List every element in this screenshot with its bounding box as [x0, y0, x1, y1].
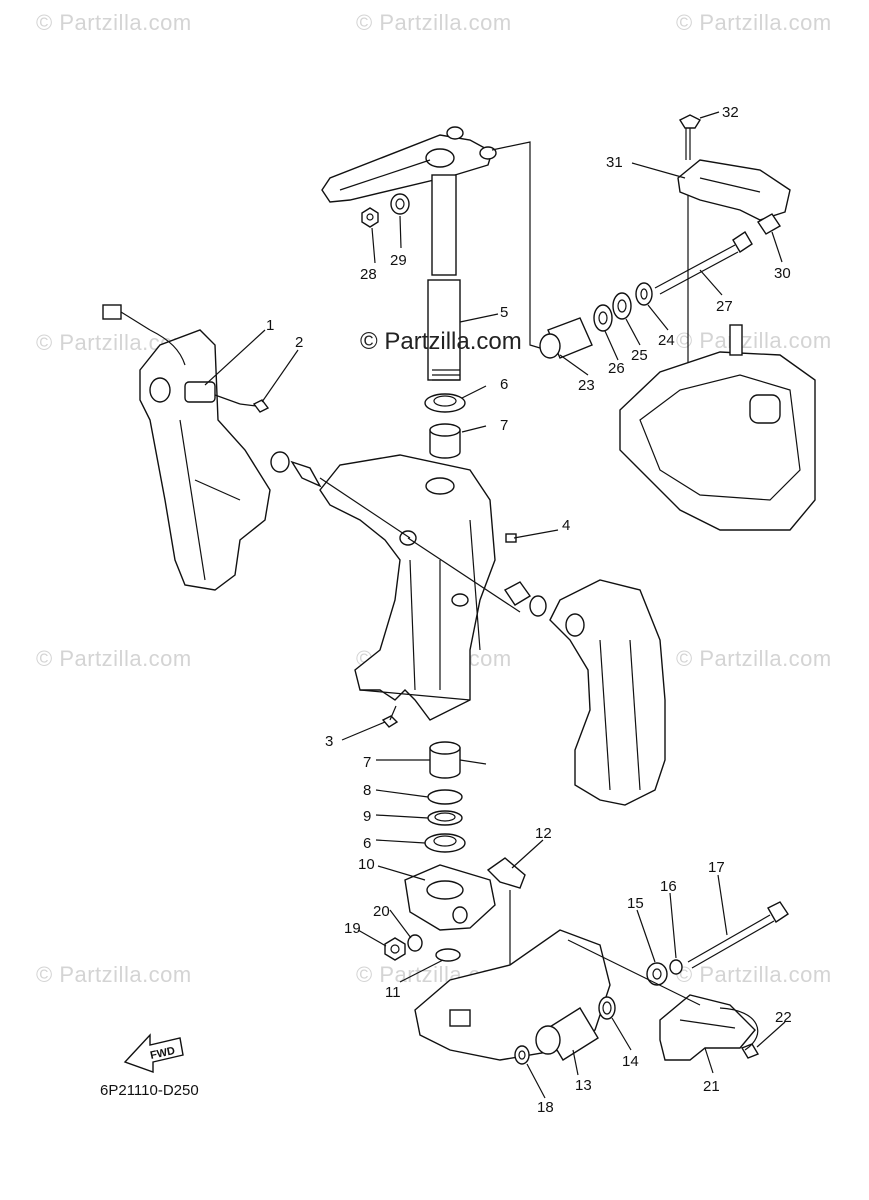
- watermark: © Partzilla.com: [676, 10, 832, 35]
- callout-15: 15: [627, 895, 644, 912]
- bushing-7-upper: [429, 423, 461, 459]
- callout-10: 10: [358, 856, 375, 873]
- washer-18: [514, 1045, 530, 1065]
- callout-3: 3: [325, 733, 333, 750]
- o-ring-8: [427, 789, 463, 805]
- nut-28: [361, 207, 379, 228]
- fwd-label: FWD: [149, 1045, 176, 1062]
- bushing-left: [270, 451, 322, 488]
- bolt-17: [687, 901, 789, 969]
- callout-9: 9: [363, 808, 371, 825]
- mount-13: [535, 1007, 599, 1061]
- callout-6-upper: 6: [500, 376, 508, 393]
- center-watermark: © Partzilla.com: [360, 328, 522, 355]
- watermark: © Partzilla.com: [36, 646, 192, 671]
- callout-8: 8: [363, 782, 371, 799]
- engine-base: [619, 324, 816, 531]
- trim-sensor-1: [102, 304, 241, 405]
- bushing-23: [539, 317, 593, 359]
- callout-23: 23: [578, 377, 595, 394]
- steering-arm: [321, 126, 497, 203]
- callout-31: 31: [606, 154, 623, 171]
- callout-19: 19: [344, 920, 361, 937]
- fwd-arrow-icon: FWD: [123, 1033, 184, 1073]
- clamp-bracket-right: [549, 579, 666, 806]
- washer-20: [407, 934, 423, 952]
- callout-7-lower: 7: [363, 754, 371, 771]
- diagram-code: 6P21110-D250: [100, 1082, 199, 1099]
- callout-17: 17: [708, 859, 725, 876]
- watermark: © Partzilla.com: [356, 10, 512, 35]
- callout-2: 2: [295, 334, 303, 351]
- watermark: © Partzilla.com: [676, 962, 832, 987]
- collar-30: [757, 213, 781, 235]
- clip-11: [435, 948, 461, 962]
- callout-26: 26: [608, 360, 625, 377]
- nut-19: [384, 937, 406, 961]
- callout-18: 18: [537, 1099, 554, 1116]
- callout-7-upper: 7: [500, 417, 508, 434]
- washer-26: [593, 304, 613, 332]
- washer-14: [598, 996, 616, 1020]
- washer-6-lower: [424, 833, 466, 853]
- leader-lines: [204, 111, 786, 1099]
- callout-24: 24: [658, 332, 675, 349]
- bolt-2: [239, 399, 270, 413]
- bolt-27: [654, 231, 753, 295]
- bushing-7-lower: [429, 741, 461, 779]
- washer-24: [635, 282, 653, 306]
- callout-16: 16: [660, 878, 677, 895]
- washer-25: [612, 292, 632, 320]
- callout-11: 11: [385, 984, 401, 1001]
- callout-32: 32: [722, 104, 739, 121]
- steering-shaft: [427, 174, 461, 381]
- bolt-3: [381, 705, 399, 728]
- callout-27: 27: [716, 298, 733, 315]
- guard-12: [486, 857, 526, 889]
- bolt-32: [678, 114, 702, 160]
- callout-25: 25: [631, 347, 648, 364]
- callout-1: 1: [266, 317, 274, 334]
- callout-28: 28: [360, 266, 377, 283]
- callout-14: 14: [622, 1053, 639, 1070]
- watermark: © Partzilla.com: [676, 646, 832, 671]
- callout-5: 5: [500, 304, 508, 321]
- watermark: © Partzilla.com: [36, 10, 192, 35]
- bushing-right: [503, 581, 547, 617]
- callout-29: 29: [390, 252, 407, 269]
- callout-20: 20: [373, 903, 390, 920]
- callout-6-lower: 6: [363, 835, 371, 852]
- washer-16: [669, 959, 683, 975]
- steering-bracket-10: [404, 864, 496, 931]
- swivel-bracket: [319, 454, 496, 721]
- cover-31: [677, 159, 791, 221]
- washer-29: [390, 193, 410, 215]
- callout-22: 22: [775, 1009, 792, 1026]
- callout-4: 4: [562, 517, 570, 534]
- callouts: 1 2 3 4 5 6 6 7 7 8 9 10 11 12 13 14 15 …: [266, 104, 792, 1116]
- callout-21: 21: [703, 1078, 720, 1095]
- clamp-bracket-left: [139, 329, 271, 591]
- washer-6-upper: [424, 393, 466, 413]
- watermark: © Partzilla.com: [676, 328, 832, 353]
- washer-9: [427, 810, 463, 826]
- cover-21: [659, 994, 756, 1061]
- callout-30: 30: [774, 265, 791, 282]
- callout-13: 13: [575, 1077, 592, 1094]
- bolt-22: [740, 1043, 760, 1059]
- callout-12: 12: [535, 825, 552, 842]
- washer-15: [646, 962, 668, 986]
- watermark: © Partzilla.com: [36, 962, 192, 987]
